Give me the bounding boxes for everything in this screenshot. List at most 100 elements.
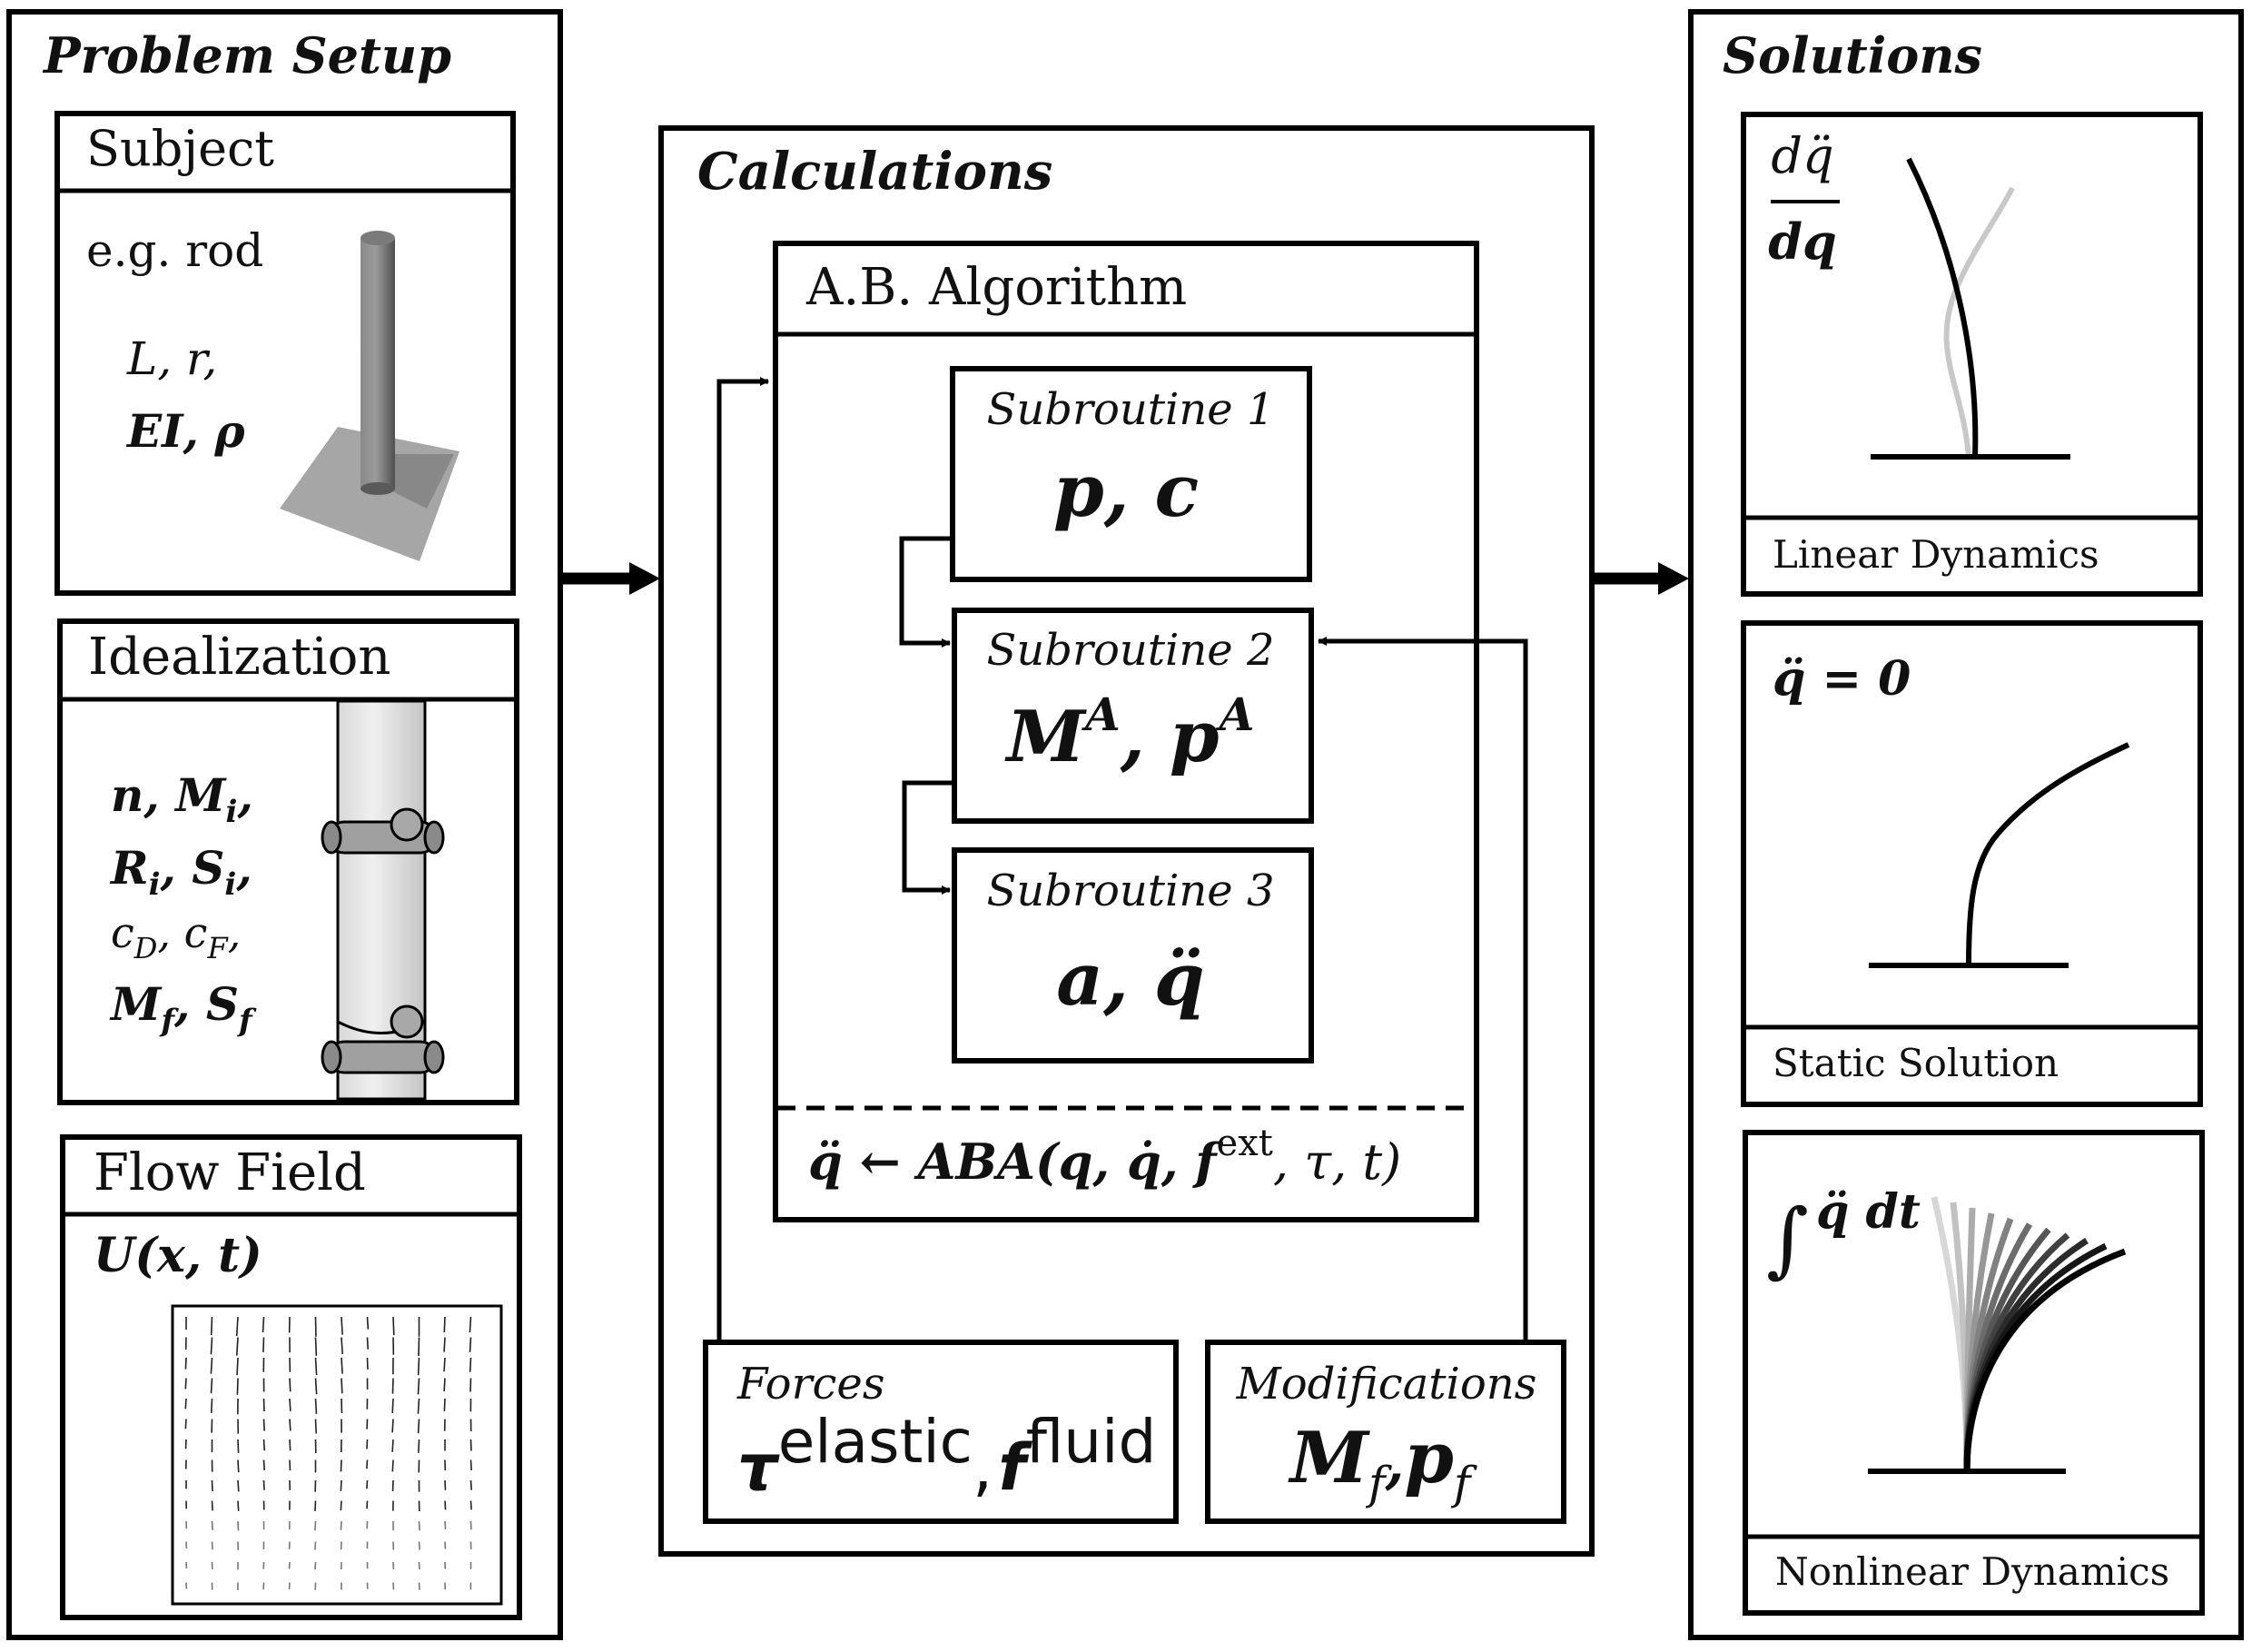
connector-sub1-sub2	[902, 539, 953, 643]
flow-vector	[316, 1399, 317, 1414]
flow-vector	[238, 1501, 239, 1511]
flow-vector	[392, 1460, 393, 1472]
linear-fraction-numerator: dq̈	[1771, 127, 1833, 184]
problem-setup-panel: Problem Setup Subject e.g. rod L, r, EI,…	[9, 12, 560, 1637]
static-solution-box: q̈ = 0 Static Solution	[1743, 623, 2200, 1104]
idealization-line4: Mf, Sf	[109, 977, 257, 1039]
flow-vector	[367, 1460, 368, 1469]
flow-vector	[471, 1460, 472, 1471]
flow-vector	[316, 1420, 317, 1434]
subroutine-3-expr: a, q̈	[1056, 936, 1204, 1022]
flow-vector	[185, 1379, 186, 1390]
flow-vector	[290, 1439, 291, 1450]
flow-vector	[212, 1542, 213, 1550]
linear-mode-shape-curve	[1947, 188, 2012, 457]
idealization-title: Idealization	[88, 628, 390, 687]
flow-vector	[418, 1399, 419, 1414]
idealization-line1: n, Mi,	[111, 768, 253, 830]
flow-vector	[290, 1379, 291, 1392]
modifications-box: Modifications Mf,pf	[1208, 1342, 1564, 1521]
flow-vector	[469, 1317, 470, 1332]
flow-vector	[316, 1379, 317, 1395]
flow-vector	[211, 1379, 212, 1394]
flow-vector	[315, 1521, 316, 1530]
flow-vector	[392, 1379, 393, 1394]
flow-vector	[264, 1420, 265, 1431]
subroutine-2-box: Subroutine 2 MA, pA	[954, 610, 1311, 821]
segmented-rod-illustration	[322, 701, 443, 1099]
subroutine-1-expr: p, c	[1053, 448, 1199, 533]
flow-vector	[238, 1460, 239, 1473]
flow-vector	[367, 1439, 368, 1449]
nonlinear-integral-sign: ∫	[1766, 1192, 1809, 1287]
connector-sub2-sub3	[904, 783, 954, 890]
static-solution-label: Static Solution	[1773, 1041, 2059, 1085]
flow-vector	[470, 1358, 471, 1372]
solutions-title: Solutions	[1723, 26, 1982, 84]
flow-vector	[341, 1379, 342, 1394]
flow-vector	[419, 1439, 420, 1453]
modifications-feedback-arrow	[1319, 641, 1526, 1342]
flow-vector	[444, 1338, 445, 1352]
subroutine-2-title: Subroutine 2	[986, 625, 1274, 676]
idealization-box: Idealization n, Mi, Ri, Si, cD, cF, Mf, …	[60, 621, 517, 1103]
subroutine-1-box: Subroutine 1 p, c	[953, 369, 1309, 579]
flow-field-box: Flow Field U(x, t)	[63, 1137, 519, 1617]
ab-algorithm-title: A.B. Algorithm	[805, 258, 1187, 317]
flow-vector	[238, 1521, 239, 1530]
flow-vector	[419, 1420, 420, 1434]
flow-vector	[469, 1338, 470, 1352]
idealization-line2: Ri, Si,	[109, 841, 252, 903]
forces-feedback-arrow	[719, 381, 768, 1342]
flow-field-title: Flow Field	[94, 1143, 366, 1202]
flow-field-expr: U(x, t)	[94, 1228, 262, 1283]
flow-arrow-left	[563, 562, 660, 595]
subject-title: Subject	[86, 120, 274, 177]
flow-vector	[368, 1317, 369, 1330]
flow-vector	[290, 1399, 291, 1411]
flow-vector	[264, 1460, 265, 1470]
flow-vector	[263, 1338, 264, 1352]
flow-vector	[419, 1358, 420, 1375]
linear-rod-curve	[1909, 159, 1975, 457]
nonlinear-dynamics-label: Nonlinear Dynamics	[1775, 1549, 2169, 1594]
flow-field-plot	[173, 1306, 501, 1604]
subroutine-3-box: Subroutine 3 a, q̈	[954, 850, 1311, 1061]
subject-params-line1: L, r,	[126, 332, 217, 385]
flow-vector	[212, 1501, 213, 1511]
flow-vector	[211, 1358, 212, 1374]
flow-vector	[418, 1379, 419, 1395]
nonlinear-expr: q̈ dt	[1816, 1184, 1921, 1240]
nonlinear-dynamics-box: ∫ q̈ dt Nonlinear Dynamics	[1745, 1133, 2202, 1613]
flow-vector	[471, 1480, 472, 1490]
flow-vector	[341, 1317, 342, 1335]
flow-vector	[316, 1338, 317, 1356]
flow-vector	[237, 1379, 238, 1395]
flow-vector	[393, 1317, 394, 1335]
flow-arrow-right	[1593, 562, 1689, 595]
linear-fraction-denominator: dq	[1768, 213, 1837, 271]
flow-vector	[237, 1358, 238, 1375]
subject-example: e.g. rod	[86, 224, 263, 277]
rod-illustration	[280, 231, 459, 561]
flow-vector	[238, 1480, 239, 1491]
flow-vector	[444, 1399, 445, 1411]
flow-vector	[212, 1521, 213, 1530]
subroutine-2-expr: MA, pA	[1004, 688, 1255, 778]
flow-vector	[392, 1420, 393, 1433]
flow-vector	[368, 1338, 369, 1350]
subroutine-3-title: Subroutine 3	[986, 866, 1274, 916]
calculations-panel: Calculations A.B. Algorithm Subroutine 1…	[661, 128, 1592, 1554]
calculations-title: Calculations	[697, 142, 1052, 202]
modifications-title: Modifications	[1236, 1359, 1537, 1410]
forces-title: Forces	[736, 1359, 884, 1410]
flow-vector	[392, 1439, 393, 1452]
nonlinear-rod-fan	[1934, 1197, 2125, 1471]
flow-vector	[445, 1501, 446, 1510]
linear-dynamics-label: Linear Dynamics	[1773, 532, 2099, 577]
flow-vector	[263, 1317, 264, 1332]
static-rod-curve	[1969, 745, 2129, 965]
static-expr: q̈ = 0	[1773, 651, 1911, 707]
idealization-line3: cD, cF,	[111, 908, 241, 965]
